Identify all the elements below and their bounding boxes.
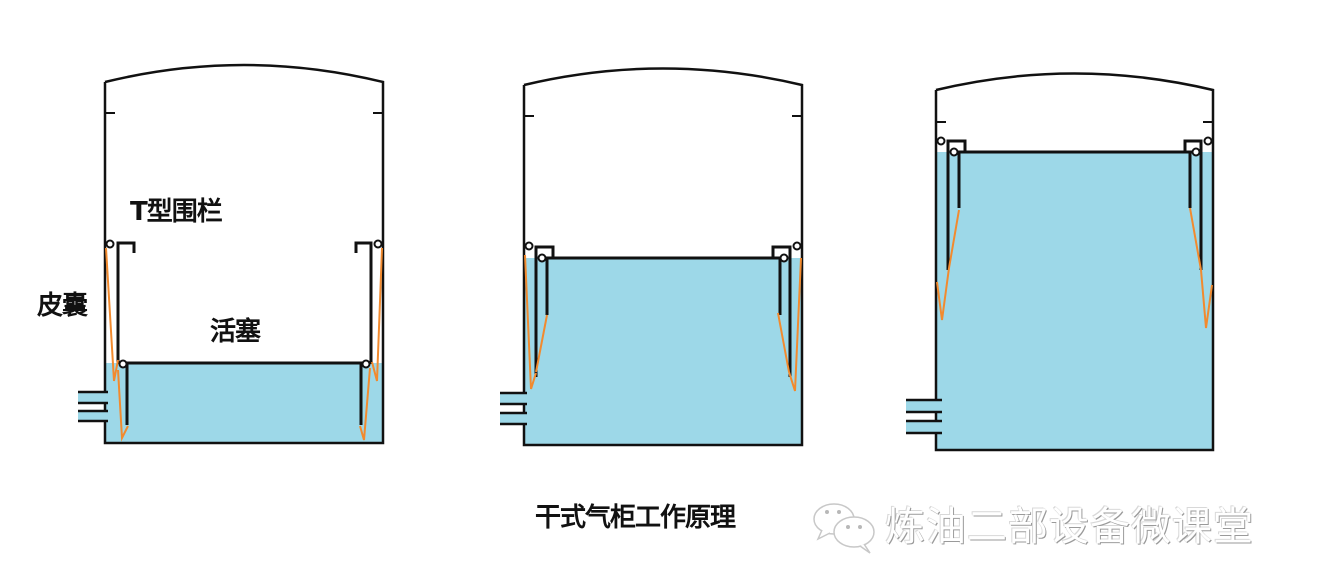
inlet-pipe — [500, 391, 527, 426]
gas-fill — [524, 258, 802, 445]
pivot-joint — [524, 241, 802, 263]
watermark-text: 炼油二部设备微课堂 — [885, 504, 1254, 550]
gas-fill — [936, 152, 1213, 450]
gas-fill — [105, 363, 383, 443]
inlet-pipe-fill — [500, 413, 524, 424]
tank-low — [78, 63, 385, 445]
bladder — [105, 247, 383, 442]
inlet-pipe-fill — [78, 392, 105, 403]
bladder — [936, 207, 1213, 329]
pivot-joint — [936, 136, 1213, 157]
tank-high — [906, 72, 1215, 452]
caption-title: 干式气柜工作原理 — [535, 503, 736, 533]
inlet-pipe-fill — [906, 421, 936, 433]
tank-mid — [500, 67, 804, 447]
inlet-pipe — [906, 398, 942, 435]
label-t-fence: T型围栏 — [130, 197, 223, 227]
inlet-pipe-fill — [500, 393, 524, 404]
bladder — [524, 254, 802, 392]
wechat-icon — [813, 503, 875, 554]
label-bladder: 皮囊 — [37, 291, 88, 321]
t-fence-right — [1183, 139, 1203, 270]
tank-shell — [103, 63, 385, 445]
t-fence-right — [354, 241, 373, 364]
label-piston: 活塞 — [210, 317, 261, 347]
tank-shell — [522, 67, 804, 447]
t-fence-left — [116, 241, 136, 364]
t-fence-right — [771, 245, 792, 377]
t-fence-left — [946, 139, 967, 270]
inlet-pipe-fill — [906, 400, 936, 412]
t-fence-left — [534, 245, 555, 377]
pivot-joint — [105, 239, 383, 369]
tank-shell — [934, 72, 1215, 452]
inlet-pipe — [78, 390, 108, 423]
inlet-pipe-fill — [78, 411, 105, 421]
